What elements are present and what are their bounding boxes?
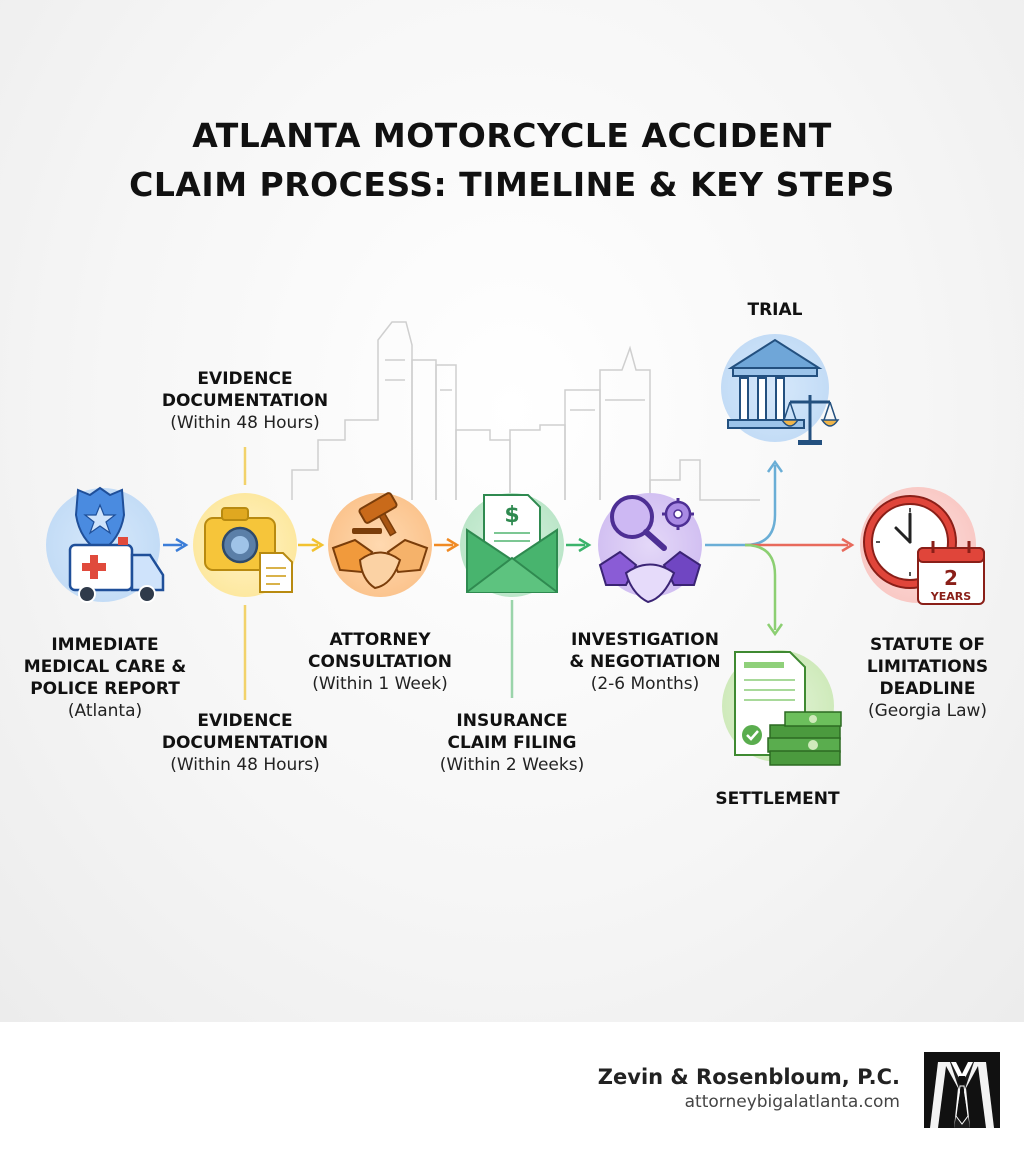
- statute-sub: (Georgia Law): [867, 701, 988, 721]
- insurance-line1: INSURANCE: [456, 711, 568, 731]
- settlement-label: SETTLEMENT: [715, 789, 840, 809]
- step-evidence-bottom-label: EVIDENCE DOCUMENTATION (Within 48 Hours): [150, 710, 340, 776]
- flow-connectors: [163, 447, 855, 700]
- medical-line2: MEDICAL CARE &: [23, 657, 187, 677]
- statute-line3: DEADLINE: [879, 679, 976, 699]
- evidence-top-line1: EVIDENCE: [197, 369, 293, 389]
- medical-line1: IMMEDIATE: [51, 635, 159, 655]
- investigation-line1: INVESTIGATION: [571, 630, 719, 650]
- evidence-bottom-line2: DOCUMENTATION: [161, 733, 329, 753]
- envelope-dollar-icon: $: [460, 493, 564, 597]
- statute-line2: LIMITATIONS: [866, 657, 989, 677]
- medical-sub: (Atlanta): [67, 701, 143, 721]
- investigation-line2: & NEGOTIATION: [569, 652, 721, 672]
- footer-bar: [0, 1022, 1024, 1154]
- medical-line3: POLICE REPORT: [30, 679, 180, 699]
- step-evidence-top-label: EVIDENCE DOCUMENTATION (Within 48 Hours): [150, 368, 340, 434]
- calendar-unit: YEARS: [930, 590, 971, 603]
- svg-text:$: $: [504, 503, 519, 528]
- trial-label: TRIAL: [747, 300, 803, 320]
- step-medical-label: IMMEDIATE MEDICAL CARE & POLICE REPORT (…: [20, 634, 190, 722]
- gavel-handshake-icon: [328, 492, 432, 597]
- investigation-sub: (2-6 Months): [590, 674, 700, 694]
- document-money-icon: [722, 650, 842, 766]
- step-statute-label: STATUTE OF LIMITATIONS DEADLINE (Georgia…: [845, 634, 1010, 722]
- step-investigation-label: INVESTIGATION & NEGOTIATION (2-6 Months): [560, 629, 730, 695]
- attorney-line1: ATTORNEY: [329, 630, 431, 650]
- insurance-sub: (Within 2 Weeks): [439, 755, 585, 775]
- attorney-line2: CONSULTATION: [308, 652, 452, 672]
- diagram-graphics: $: [46, 321, 985, 766]
- page-title-line2: CLAIM PROCESS: TIMELINE & KEY STEPS: [129, 165, 895, 204]
- atlanta-skyline-background: [291, 321, 760, 501]
- insurance-line2: CLAIM FILING: [447, 733, 577, 753]
- step-trial-label: TRIAL: [715, 299, 835, 321]
- courthouse-scales-icon: [721, 334, 840, 445]
- camera-document-icon: [193, 493, 297, 597]
- magnifier-gear-handshake-icon: [598, 493, 702, 604]
- step-attorney-label: ATTORNEY CONSULTATION (Within 1 Week): [295, 629, 465, 695]
- firm-name: Zevin & Rosenbloum, P.C.: [597, 1065, 900, 1089]
- statute-line1: STATUTE OF: [870, 635, 985, 655]
- suit-tie-logo-icon: [924, 1052, 1000, 1128]
- step-settlement-label: SETTLEMENT: [695, 788, 860, 810]
- evidence-bottom-sub: (Within 48 Hours): [170, 755, 320, 775]
- evidence-bottom-line1: EVIDENCE: [197, 711, 293, 731]
- evidence-top-line2: DOCUMENTATION: [161, 391, 329, 411]
- calendar-number: 2: [944, 566, 958, 590]
- evidence-top-sub: (Within 48 Hours): [170, 413, 320, 433]
- step-insurance-label: INSURANCE CLAIM FILING (Within 2 Weeks): [422, 710, 602, 776]
- firm-url: attorneybigalatlanta.com: [684, 1092, 900, 1112]
- clock-calendar-icon: [860, 487, 985, 605]
- page-title-line1: ATLANTA MOTORCYCLE ACCIDENT: [192, 116, 832, 155]
- ambulance-police-badge-icon: [46, 486, 165, 603]
- attorney-sub: (Within 1 Week): [312, 674, 448, 694]
